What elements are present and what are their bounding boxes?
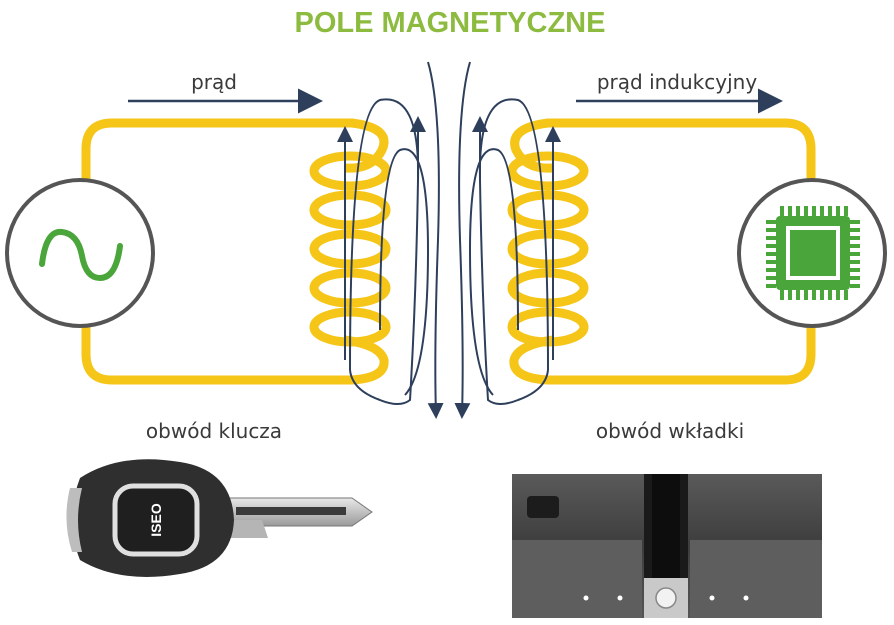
field-line [478, 98, 549, 405]
diagram-title: POLE MAGNETYCZNE [295, 7, 606, 39]
key-logo-badge [112, 483, 200, 557]
cylinder-slot [527, 496, 559, 518]
key-image: ISEO [66, 459, 373, 577]
field-line [379, 148, 430, 396]
field-line [349, 98, 420, 405]
current-label: prąd [191, 70, 237, 94]
field-line [468, 148, 519, 396]
key-logo-text: ISEO [148, 503, 164, 537]
field-line [454, 61, 471, 419]
induced-current-label: prąd indukcyjny [597, 70, 757, 94]
magnetic-field-lines [337, 61, 561, 419]
microchip-icon [766, 206, 860, 300]
ac-sine-wave-icon [39, 228, 123, 282]
chip-load [737, 178, 887, 328]
key-circuit-label: obwód klucza [146, 419, 282, 443]
field-line [427, 61, 444, 419]
cylinder-circuit-label: obwód wkładki [596, 419, 744, 443]
ac-source [5, 178, 155, 328]
cylinder-image [512, 474, 822, 618]
